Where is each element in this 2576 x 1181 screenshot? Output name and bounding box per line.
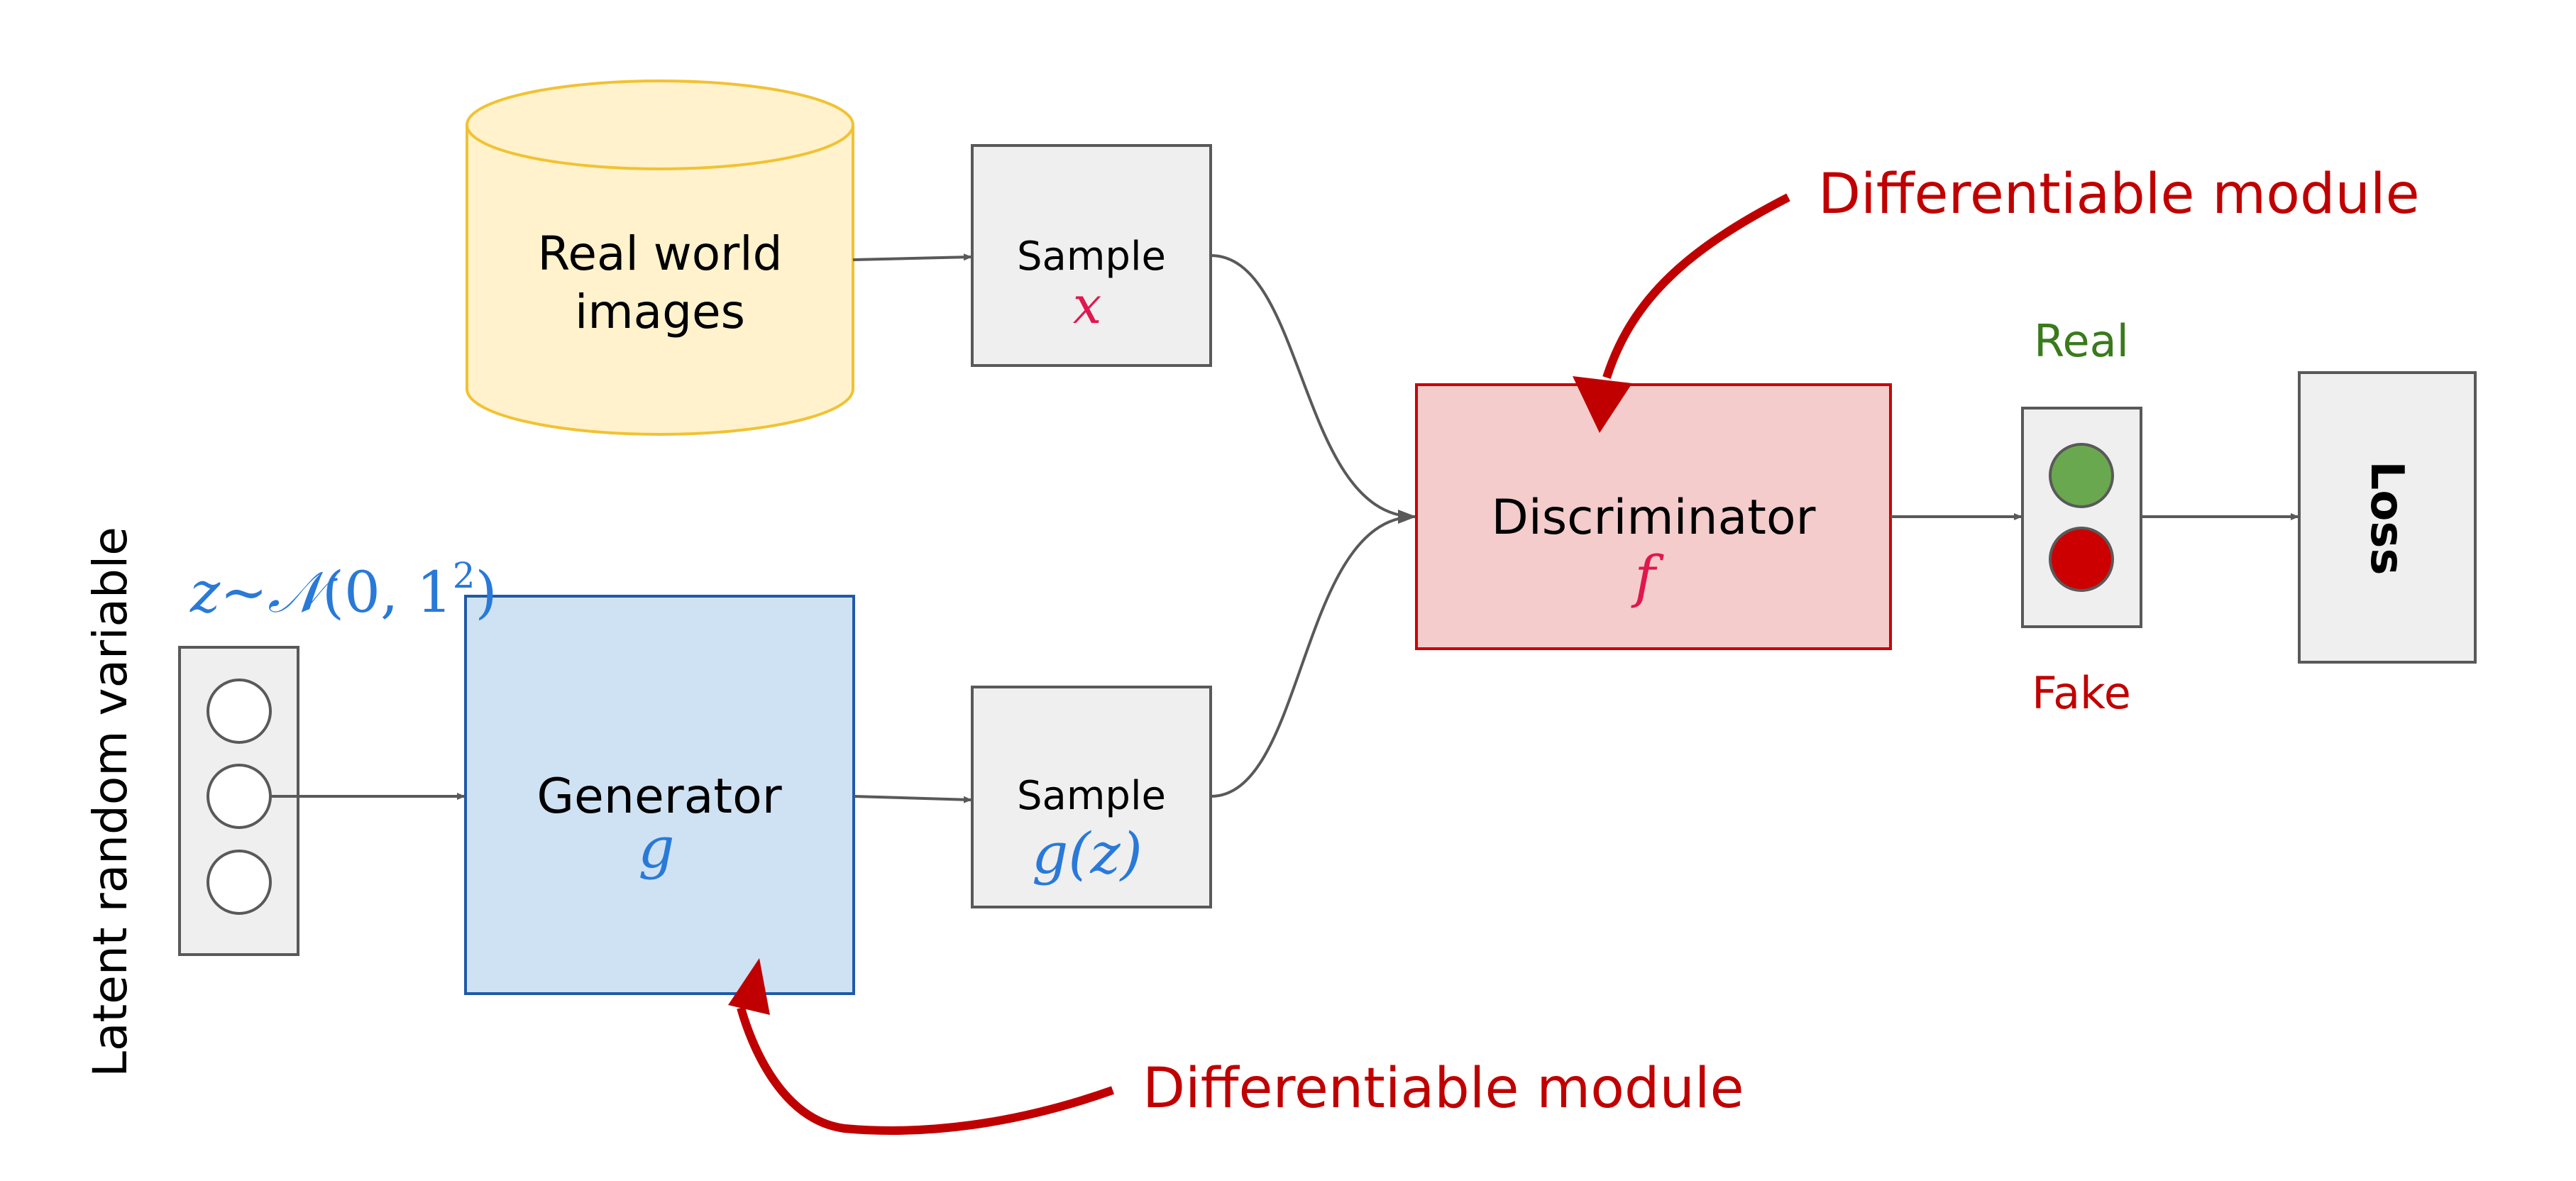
sample-real-variable: x bbox=[1073, 275, 1102, 335]
latent-vector-box bbox=[178, 646, 299, 956]
real-images-cylinder: Real world images bbox=[466, 79, 854, 436]
latent-z: z bbox=[189, 559, 221, 625]
arrow-sample-fake-to-discriminator bbox=[1210, 515, 1416, 798]
loss-box: Loss bbox=[2298, 371, 2477, 664]
latent-node-3 bbox=[207, 850, 272, 915]
discriminator-label: Discriminator bbox=[1491, 490, 1815, 546]
real-images-label-line1: Real world bbox=[538, 226, 783, 281]
loss-label: Loss bbox=[2360, 461, 2413, 576]
latent-axis-label: Latent random variable bbox=[83, 527, 138, 1077]
annotation-top-label: Differentiable module bbox=[1818, 163, 2420, 226]
latent-params: (0, 1 bbox=[322, 559, 453, 625]
latent-close: ) bbox=[475, 559, 497, 625]
real-fake-indicator bbox=[2021, 407, 2142, 628]
annotation-bottom-label: Differentiable module bbox=[1143, 1057, 1744, 1121]
discriminator-box: Discriminator f bbox=[1415, 383, 1892, 650]
annotation-arrow-top bbox=[1573, 193, 1790, 433]
arrow-sample-real-to-discriminator bbox=[1210, 254, 1416, 524]
latent-distribution: z~𝒩(0, 12) bbox=[189, 555, 497, 625]
generator-variable: g bbox=[638, 815, 674, 881]
arrow-generator-to-sample bbox=[853, 795, 972, 803]
annotation-arrow-bottom bbox=[728, 958, 1115, 1135]
fake-label: Fake bbox=[2032, 667, 2131, 719]
sample-fake-label: Sample bbox=[1017, 773, 1166, 819]
real-images-label-line2: images bbox=[575, 285, 745, 339]
real-label: Real bbox=[2034, 315, 2129, 367]
generator-label: Generator bbox=[536, 769, 781, 825]
arrow-images-to-sample bbox=[852, 253, 972, 261]
sample-real-label: Sample bbox=[1017, 234, 1166, 280]
fake-light bbox=[2049, 527, 2114, 592]
latent-node-2 bbox=[207, 764, 272, 829]
sample-fake-variable: g(z) bbox=[1032, 820, 1143, 886]
latent-node-1 bbox=[207, 679, 272, 744]
sample-fake-box: Sample g(z) bbox=[971, 686, 1212, 908]
sample-real-box: Sample x bbox=[971, 144, 1212, 367]
latent-tilde: ~ bbox=[220, 559, 268, 625]
real-light bbox=[2049, 443, 2114, 508]
latent-sup: 2 bbox=[453, 555, 475, 596]
generator-box: Generator g bbox=[464, 595, 855, 995]
connectors bbox=[270, 253, 2299, 803]
